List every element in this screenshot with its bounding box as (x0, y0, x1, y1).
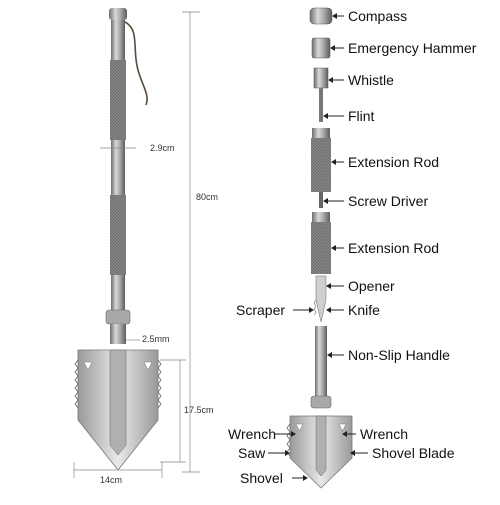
blade-width-label: 14cm (100, 475, 123, 485)
wrench-notch-right-part (338, 423, 347, 432)
flint-label: Flint (348, 108, 375, 124)
top-cap (109, 8, 127, 20)
saw-label: Saw (238, 445, 266, 461)
neck (110, 324, 126, 344)
knife-part (315, 275, 327, 323)
whistle-label: Whistle (348, 72, 394, 88)
rod-diameter-label: 2.9cm (150, 143, 175, 153)
blade-spine (109, 349, 127, 456)
blade-spine-part (315, 415, 327, 477)
compass-part (309, 7, 333, 25)
shovel-label: Shovel (240, 470, 283, 486)
extension-rod-2-cap (312, 212, 330, 222)
saw-teeth-right (157, 359, 162, 409)
lower-rod (111, 275, 125, 310)
blade-length-label: 17.5cm (184, 405, 214, 415)
saw-teeth (74, 359, 79, 409)
collar (105, 309, 131, 325)
arrowheads (285, 13, 355, 481)
paracord (124, 21, 148, 106)
emergency-hammer-label: Emergency Hammer (348, 40, 477, 56)
assembled-shovel (73, 8, 200, 478)
saw-teeth-part (286, 423, 291, 457)
collar-part (310, 395, 332, 409)
blade-length-dimension (160, 359, 186, 463)
whistle-part (313, 67, 329, 89)
wrench-left-label: Wrench (228, 426, 276, 442)
exploded-view (268, 7, 368, 489)
shovel-blade-label: Shovel Blade (372, 445, 455, 461)
compass-label: Compass (348, 8, 408, 24)
wrench-notch-right (143, 361, 153, 371)
screw-driver-label: Screw Driver (348, 193, 429, 209)
extension-rod-1-cap (312, 128, 330, 138)
grip-section-1 (110, 60, 126, 140)
middle-rod (111, 140, 125, 195)
flint-part (319, 88, 323, 122)
emergency-hammer-part (311, 37, 331, 59)
wrench-right-label: Wrench (360, 426, 408, 442)
blade-width-dimension (73, 462, 163, 478)
blade-thickness-label: 2.5mm (142, 334, 170, 344)
upper-rod (111, 20, 125, 60)
total-length-dimension (182, 11, 200, 473)
scraper-edge (313, 299, 317, 316)
extension-rod-2-part (311, 222, 331, 274)
scraper-label: Scraper (236, 302, 286, 318)
wrench-notch-left (83, 361, 93, 371)
extension-rod-2-label: Extension Rod (348, 240, 440, 256)
screw-driver-part (319, 192, 323, 208)
non-slip-handle-label: Non-Slip Handle (348, 347, 450, 363)
non-slip-handle-part (315, 326, 327, 396)
extension-rod-1-part (311, 138, 331, 192)
wrench-notch-left-part (295, 423, 304, 432)
grip-section-2 (110, 195, 126, 275)
total-length-label: 80cm (196, 192, 219, 202)
knife-label: Knife (348, 302, 380, 318)
opener-label: Opener (348, 278, 395, 294)
extension-rod-1-label: Extension Rod (348, 154, 440, 170)
